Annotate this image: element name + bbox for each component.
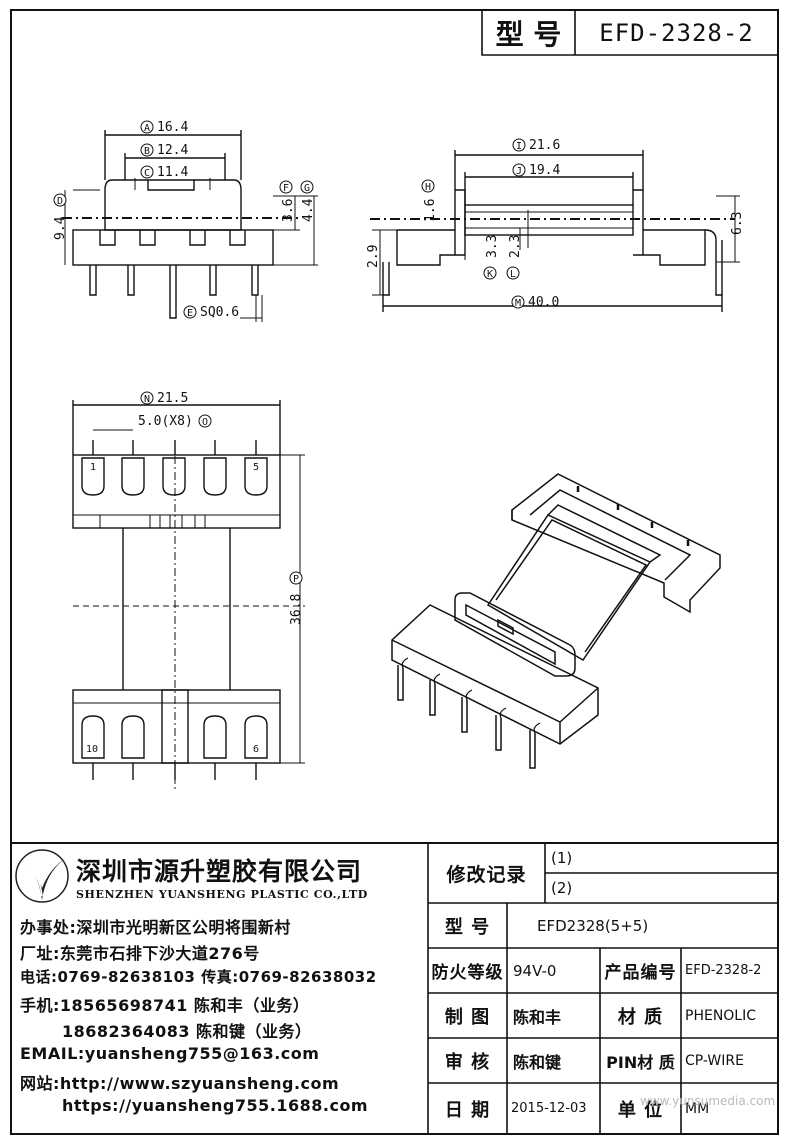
- header-model-value: EFD-2328-2: [599, 18, 754, 47]
- company-logo: [15, 849, 69, 903]
- letter-I: I: [516, 141, 522, 152]
- letter-O: O: [202, 417, 208, 428]
- company-factory: 厂址:东莞市石排下沙大道276号: [20, 944, 260, 963]
- drawn-by-value: 陈和丰: [513, 1007, 562, 1027]
- dim-O: 5.0(X8): [138, 414, 193, 429]
- dim-P: 36.8: [289, 594, 304, 625]
- company-phone: 电话:0769-82638103 传真:0769-82638032: [20, 968, 377, 986]
- fire-rating-value: 94V-0: [513, 961, 557, 980]
- dim-M: 40.0: [528, 295, 559, 310]
- letter-H: H: [425, 182, 431, 193]
- letter-K: K: [487, 269, 493, 280]
- revision-2: (2): [551, 879, 573, 897]
- reviewed-by-label: 审 核: [444, 1051, 491, 1073]
- company-website-1: 网站:http://www.szyuansheng.com: [20, 1074, 340, 1093]
- dim-side-left: 2.9: [366, 245, 381, 268]
- pin-label-5: 5: [253, 462, 259, 473]
- pin-material-value: CP-WIRE: [685, 1052, 744, 1069]
- letter-C: C: [144, 168, 150, 179]
- company-name-cn: 深圳市源升塑胶有限公司: [76, 857, 363, 886]
- model-value: EFD2328(5+5): [537, 916, 649, 935]
- revision-1: (1): [551, 849, 573, 867]
- dim-D: 9.4: [53, 216, 68, 240]
- dim-A: 16.4: [157, 120, 188, 135]
- fire-rating-label: 防火等级: [431, 963, 504, 983]
- letter-M: M: [515, 298, 521, 309]
- dim-K: 3.3: [485, 235, 500, 258]
- letter-A: A: [144, 123, 150, 134]
- company-email: EMAIL:yuansheng755@163.com: [20, 1044, 320, 1063]
- dim-E: SQ0.6: [200, 305, 239, 320]
- dim-side-right: 6.3: [730, 212, 745, 235]
- letter-P: P: [293, 574, 299, 585]
- company-website-2: https://yuansheng755.1688.com: [62, 1096, 369, 1115]
- pin-label-6: 6: [253, 744, 259, 755]
- dim-N: 21.5: [157, 391, 188, 406]
- letter-F: F: [283, 183, 289, 194]
- reviewed-by-value: 陈和键: [513, 1052, 562, 1072]
- letter-L: L: [510, 269, 516, 280]
- material-value: PHENOLIC: [685, 1007, 757, 1024]
- dim-I: 21.6: [529, 138, 560, 153]
- revision-label: 修改记录: [446, 863, 527, 886]
- drawn-by-label: 制 图: [444, 1006, 491, 1028]
- date-label: 日 期: [444, 1099, 491, 1121]
- watermark: www.yunsumedia.com: [640, 1094, 776, 1108]
- pin-label-10: 10: [86, 744, 98, 755]
- letter-G: G: [304, 183, 310, 194]
- model-label: 型 号: [444, 916, 491, 938]
- product-number-label: 产品编号: [604, 963, 677, 983]
- letter-N: N: [144, 394, 150, 405]
- company-mobile-1: 手机:18565698741 陈和丰（业务）: [20, 996, 310, 1015]
- company-mobile-2: 18682364083 陈和键（业务）: [62, 1022, 312, 1041]
- letter-D: D: [57, 196, 63, 207]
- dim-F: 3.6: [281, 199, 296, 222]
- product-number-value: EFD-2328-2: [685, 963, 762, 978]
- pin-material-label: PIN材 质: [606, 1052, 675, 1072]
- letter-J: J: [516, 166, 522, 177]
- material-label: 材 质: [617, 1006, 664, 1028]
- company-name-en: SHENZHEN YUANSHENG PLASTIC CO.,LTD: [76, 888, 368, 901]
- dim-G: 4.4: [301, 198, 316, 222]
- letter-E: E: [187, 308, 193, 319]
- dim-B: 12.4: [157, 143, 188, 158]
- pin-label-1: 1: [90, 462, 96, 473]
- dim-L: 2.3: [508, 235, 523, 258]
- date-value: 2015-12-03: [511, 1101, 587, 1116]
- dim-C: 11.4: [157, 165, 188, 180]
- company-office: 办事处:深圳市光明新区公明将围新村: [20, 918, 291, 937]
- unit-label: 单 位: [617, 1099, 664, 1121]
- dim-J: 19.4: [529, 163, 560, 178]
- header-model-label: 型 号: [495, 17, 562, 51]
- dim-H: 1.6: [423, 199, 438, 222]
- letter-B: B: [144, 146, 150, 157]
- unit-value: MM: [685, 1100, 710, 1117]
